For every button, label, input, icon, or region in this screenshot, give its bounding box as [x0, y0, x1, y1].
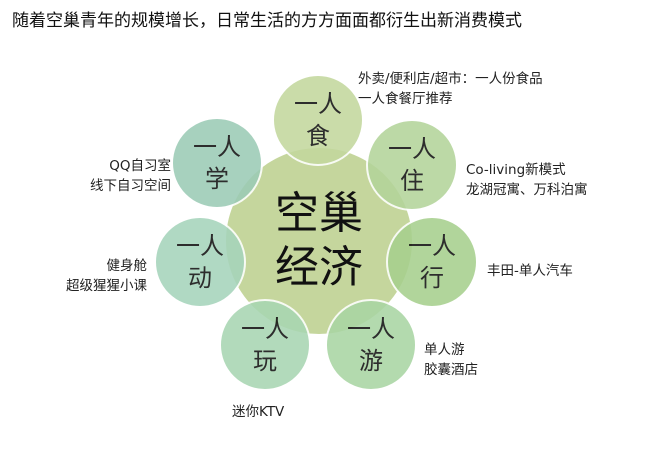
desc-line: 超级猩猩小课	[66, 278, 147, 294]
desc-line: 胶囊酒店	[424, 362, 478, 378]
node-live: 一人住	[366, 119, 458, 211]
desc-study: QQ自习室线下自习空间	[90, 156, 171, 196]
node-label: 玩	[253, 347, 277, 375]
desc-line: Co-living新模式	[466, 162, 566, 178]
desc-line: 一人食餐厅推荐	[358, 91, 453, 107]
node-label: 食	[306, 122, 330, 150]
desc-line: 线下自习空间	[90, 178, 171, 194]
desc-sport: 健身舱超级猩猩小课	[66, 256, 147, 296]
desc-play: 迷你KTV	[232, 402, 284, 422]
desc-line: 健身舱	[106, 258, 148, 274]
desc-eat: 外卖/便利店/超市：一人份食品一人食餐厅推荐	[358, 69, 543, 109]
node-label: 一人	[408, 232, 456, 260]
node-play: 一人玩	[219, 299, 311, 391]
node-label: 一人	[241, 315, 289, 343]
desc-line: 单人游	[424, 342, 465, 358]
node-label: 游	[359, 347, 383, 375]
desc-live: Co-living新模式龙湖冠寓、万科泊寓	[466, 160, 588, 200]
desc-line: 龙湖冠寓、万科泊寓	[466, 182, 588, 198]
center-label-line1: 空巢	[275, 188, 363, 239]
desc-line: 迷你KTV	[232, 404, 285, 420]
center-label-line2: 经济	[275, 242, 363, 293]
node-label: 一人	[193, 133, 241, 161]
node-label: 一人	[388, 135, 436, 163]
node-study: 一人学	[171, 117, 263, 209]
desc-line: QQ自习室	[109, 158, 171, 174]
desc-line: 丰田-单人汽车	[487, 263, 573, 279]
node-label: 行	[420, 264, 444, 292]
node-label: 住	[400, 167, 424, 195]
page-title: 随着空巢青年的规模增长，日常生活的方方面面都衍生出新消费模式	[12, 11, 522, 31]
node-sport: 一人动	[154, 216, 246, 308]
desc-travel: 丰田-单人汽车	[487, 261, 573, 281]
desc-tour: 单人游胶囊酒店	[424, 340, 478, 380]
node-label: 一人	[176, 232, 224, 260]
node-label: 一人	[347, 315, 395, 343]
node-label: 动	[188, 264, 212, 292]
node-label: 学	[205, 165, 229, 193]
node-travel: 一人行	[386, 216, 478, 308]
desc-line: 外卖/便利店/超市：一人份食品	[358, 71, 543, 87]
node-tour: 一人游	[325, 299, 417, 391]
node-eat: 一人食	[272, 74, 364, 166]
node-label: 一人	[294, 90, 342, 118]
